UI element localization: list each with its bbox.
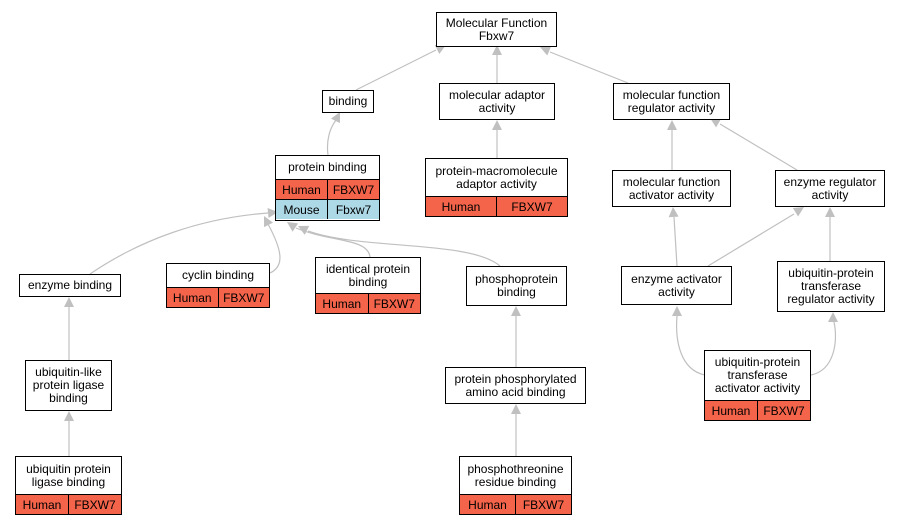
node-phosphothreonine-residue-binding[interactable]: phosphothreonine residue binding Human F…: [459, 456, 572, 515]
node-ubiquitin-like-protein-ligase-binding[interactable]: ubiquitin-like protein ligase binding: [25, 360, 112, 411]
arrowhead-regulator-to-molecular-function: [540, 46, 552, 56]
node-label: enzyme regulator activity: [783, 174, 877, 202]
edge-transferase-activator-to-enzyme-activator: [676, 315, 706, 376]
gene-cell: FBXW7: [496, 197, 567, 216]
node-label: enzyme activator activity: [631, 271, 722, 299]
arrowhead-protein-binding-to-binding: [331, 112, 340, 124]
gene-cell: FBXW7: [68, 495, 121, 514]
arrowhead-activator-to-regulator: [667, 120, 677, 130]
node-molecular-adaptor-activity[interactable]: molecular adaptor activity: [439, 83, 555, 120]
edge-enzyme-activator-to-activator: [673, 216, 678, 267]
node-molecular-function-activator-activity[interactable]: molecular function activator activity: [612, 170, 731, 207]
node-cyclin-binding[interactable]: cyclin binding Human FBXW7: [166, 263, 270, 308]
edge-enzyme-binding-to-protein-binding: [89, 212, 269, 275]
node-label: phosphothreonine residue binding: [467, 461, 564, 489]
arrowhead-enzyme-binding-to-protein-binding: [267, 208, 278, 218]
annotation-row-human: Human FBXW7: [426, 196, 567, 216]
node-phosphoprotein-binding[interactable]: phosphoprotein binding: [466, 266, 567, 306]
node-label: identical protein binding: [325, 261, 411, 289]
node-ubiquitin-protein-ligase-binding[interactable]: ubiquitin protein ligase binding Human F…: [15, 456, 122, 515]
organism-cell: Human: [426, 197, 496, 216]
node-ubiquitin-protein-transferase-activator-activity[interactable]: ubiquitin-protein transferase activator …: [704, 350, 811, 421]
arrowhead-transferase-activator-to-enzyme-activator: [672, 306, 682, 316]
arrowhead-phosphothreonine-to-phosphorylated: [511, 404, 521, 414]
annotation-row-human: Human FBXW7: [16, 494, 121, 514]
annotation-row-human: Human FBXW7: [276, 179, 379, 199]
node-label: protein-macromolecule adaptor activity: [435, 163, 558, 191]
node-label: ubiquitin protein ligase binding: [26, 461, 111, 489]
arrowhead-phosphorylated-to-phosphoprotein: [511, 306, 521, 316]
annotation-row-mouse: Mouse Fbxw7: [276, 199, 379, 219]
node-binding[interactable]: binding: [322, 90, 374, 113]
node-protein-macromolecule-adaptor-activity[interactable]: protein-macromolecule adaptor activity H…: [425, 158, 568, 217]
annotation-row-human: Human FBXW7: [316, 293, 420, 313]
node-enzyme-activator-activity[interactable]: enzyme activator activity: [621, 266, 732, 305]
node-label: protein phosphorylated amino acid bindin…: [454, 371, 577, 399]
node-molecular-function-regulator-activity[interactable]: molecular function regulator activity: [613, 83, 730, 120]
arrowhead-identical-to-protein-binding: [287, 222, 299, 232]
edge-regulator-to-molecular-function: [549, 51, 629, 84]
arrowhead-ubiquitin-ligase-to-ubiquitin-like: [64, 411, 74, 421]
node-protein-phosphorylated-amino-acid-binding[interactable]: protein phosphorylated amino acid bindin…: [445, 367, 586, 404]
organism-cell: Mouse: [276, 200, 327, 219]
edge-phosphoprotein-to-protein-binding: [307, 230, 501, 267]
node-label: phosphoprotein binding: [475, 272, 558, 299]
organism-cell: Human: [16, 495, 68, 514]
arrowhead-phosphoprotein-to-protein-binding: [298, 225, 310, 235]
gene-cell: FBXW7: [367, 294, 420, 313]
edge-protein-binding-to-binding: [326, 119, 337, 156]
node-label: Molecular Function Fbxw7: [445, 15, 548, 43]
organism-cell: Human: [705, 401, 757, 420]
annotation-row-human: Human FBXW7: [705, 400, 810, 420]
node-enzyme-binding[interactable]: enzyme binding: [19, 274, 121, 297]
arrowhead-transferase-regulator-to-enzyme-regulator: [825, 207, 835, 217]
arrowhead-binding-to-molecular-function: [434, 45, 446, 54]
edge-cyclin-binding-to-protein-binding: [267, 223, 281, 274]
arrowhead-cyclin-binding-to-protein-binding: [264, 216, 273, 228]
arrowhead-macromolecule-adaptor-to-molecular-adaptor: [492, 120, 502, 130]
arrowhead-molecular-adaptor-to-molecular-function: [492, 45, 502, 55]
node-label: ubiquitin-like protein ligase binding: [32, 365, 105, 405]
node-label: molecular function regulator activity: [622, 87, 721, 115]
arrowhead-enzyme-regulator-to-regulator: [710, 118, 722, 128]
arrowhead-ubiquitin-like-to-enzyme-binding: [64, 297, 74, 307]
edge-binding-to-molecular-function: [355, 49, 437, 91]
node-molecular-function[interactable]: Molecular Function Fbxw7: [436, 12, 557, 47]
node-label: enzyme binding: [27, 278, 113, 292]
node-label: molecular function activator activity: [622, 174, 721, 202]
annotation-row-human: Human FBXW7: [460, 494, 571, 514]
gene-cell: FBXW7: [757, 401, 810, 420]
organism-cell: Human: [167, 288, 218, 307]
organism-cell: Human: [316, 294, 368, 313]
gene-cell: Fbxw7: [327, 200, 379, 219]
node-identical-protein-binding[interactable]: identical protein binding Human FBXW7: [315, 257, 421, 314]
node-enzyme-regulator-activity[interactable]: enzyme regulator activity: [775, 170, 885, 207]
edge-transferase-activator-to-transferase-regulator: [810, 321, 837, 376]
edge-identical-to-protein-binding: [295, 227, 371, 258]
arrowhead-enzyme-activator-to-enzyme-regulator: [792, 207, 804, 217]
organism-cell: Human: [460, 495, 515, 514]
node-label: binding: [328, 94, 368, 108]
gene-cell: FBXW7: [327, 180, 379, 199]
node-protein-binding[interactable]: protein binding Human FBXW7 Mouse Fbxw7: [275, 155, 380, 221]
node-label: ubiquitin-protein transferase regulator …: [787, 266, 875, 306]
gene-cell: FBXW7: [217, 288, 269, 307]
node-label: cyclin binding: [181, 268, 255, 282]
node-ubiquitin-protein-transferase-regulator-activity[interactable]: ubiquitin-protein transferase regulator …: [777, 261, 885, 312]
node-label: ubiquitin-protein transferase activator …: [714, 355, 801, 395]
annotation-row-human: Human FBXW7: [167, 287, 269, 307]
organism-cell: Human: [276, 180, 327, 199]
edge-enzyme-regulator-to-regulator: [719, 123, 798, 171]
arrowhead-transferase-activator-to-transferase-regulator: [828, 312, 838, 322]
node-label: protein binding: [288, 160, 367, 174]
node-label: molecular adaptor activity: [448, 87, 546, 115]
edge-enzyme-activator-to-enzyme-regulator: [707, 213, 795, 267]
gene-cell: FBXW7: [515, 495, 571, 514]
arrowhead-enzyme-activator-to-activator: [668, 207, 679, 218]
